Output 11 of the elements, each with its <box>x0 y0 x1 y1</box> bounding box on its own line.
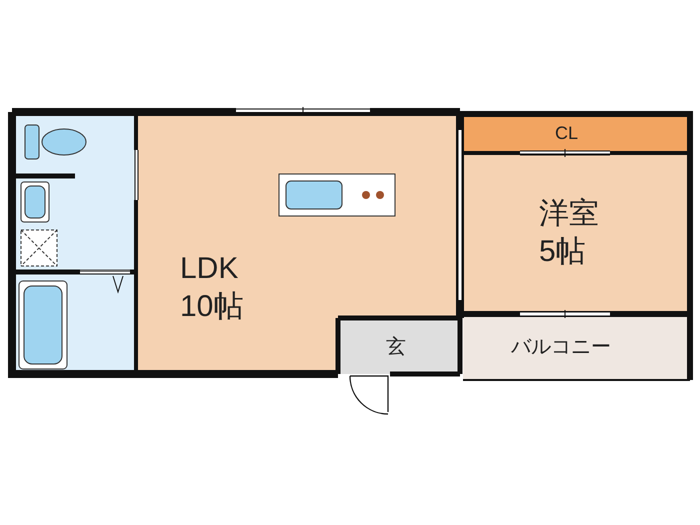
room-name-label: LDK <box>180 252 238 285</box>
room-name-label: 洋室 <box>539 197 599 230</box>
room-area <box>463 316 688 379</box>
room-area <box>340 320 458 374</box>
room-name-label: バルコニー <box>511 336 611 358</box>
room-size-label: 5帖 <box>539 235 586 268</box>
room-size-label: 10帖 <box>180 290 244 323</box>
room-name-label: CL <box>555 124 578 144</box>
room-area <box>463 155 688 313</box>
room-area <box>463 116 688 153</box>
room-name-label: 玄 <box>386 336 406 358</box>
